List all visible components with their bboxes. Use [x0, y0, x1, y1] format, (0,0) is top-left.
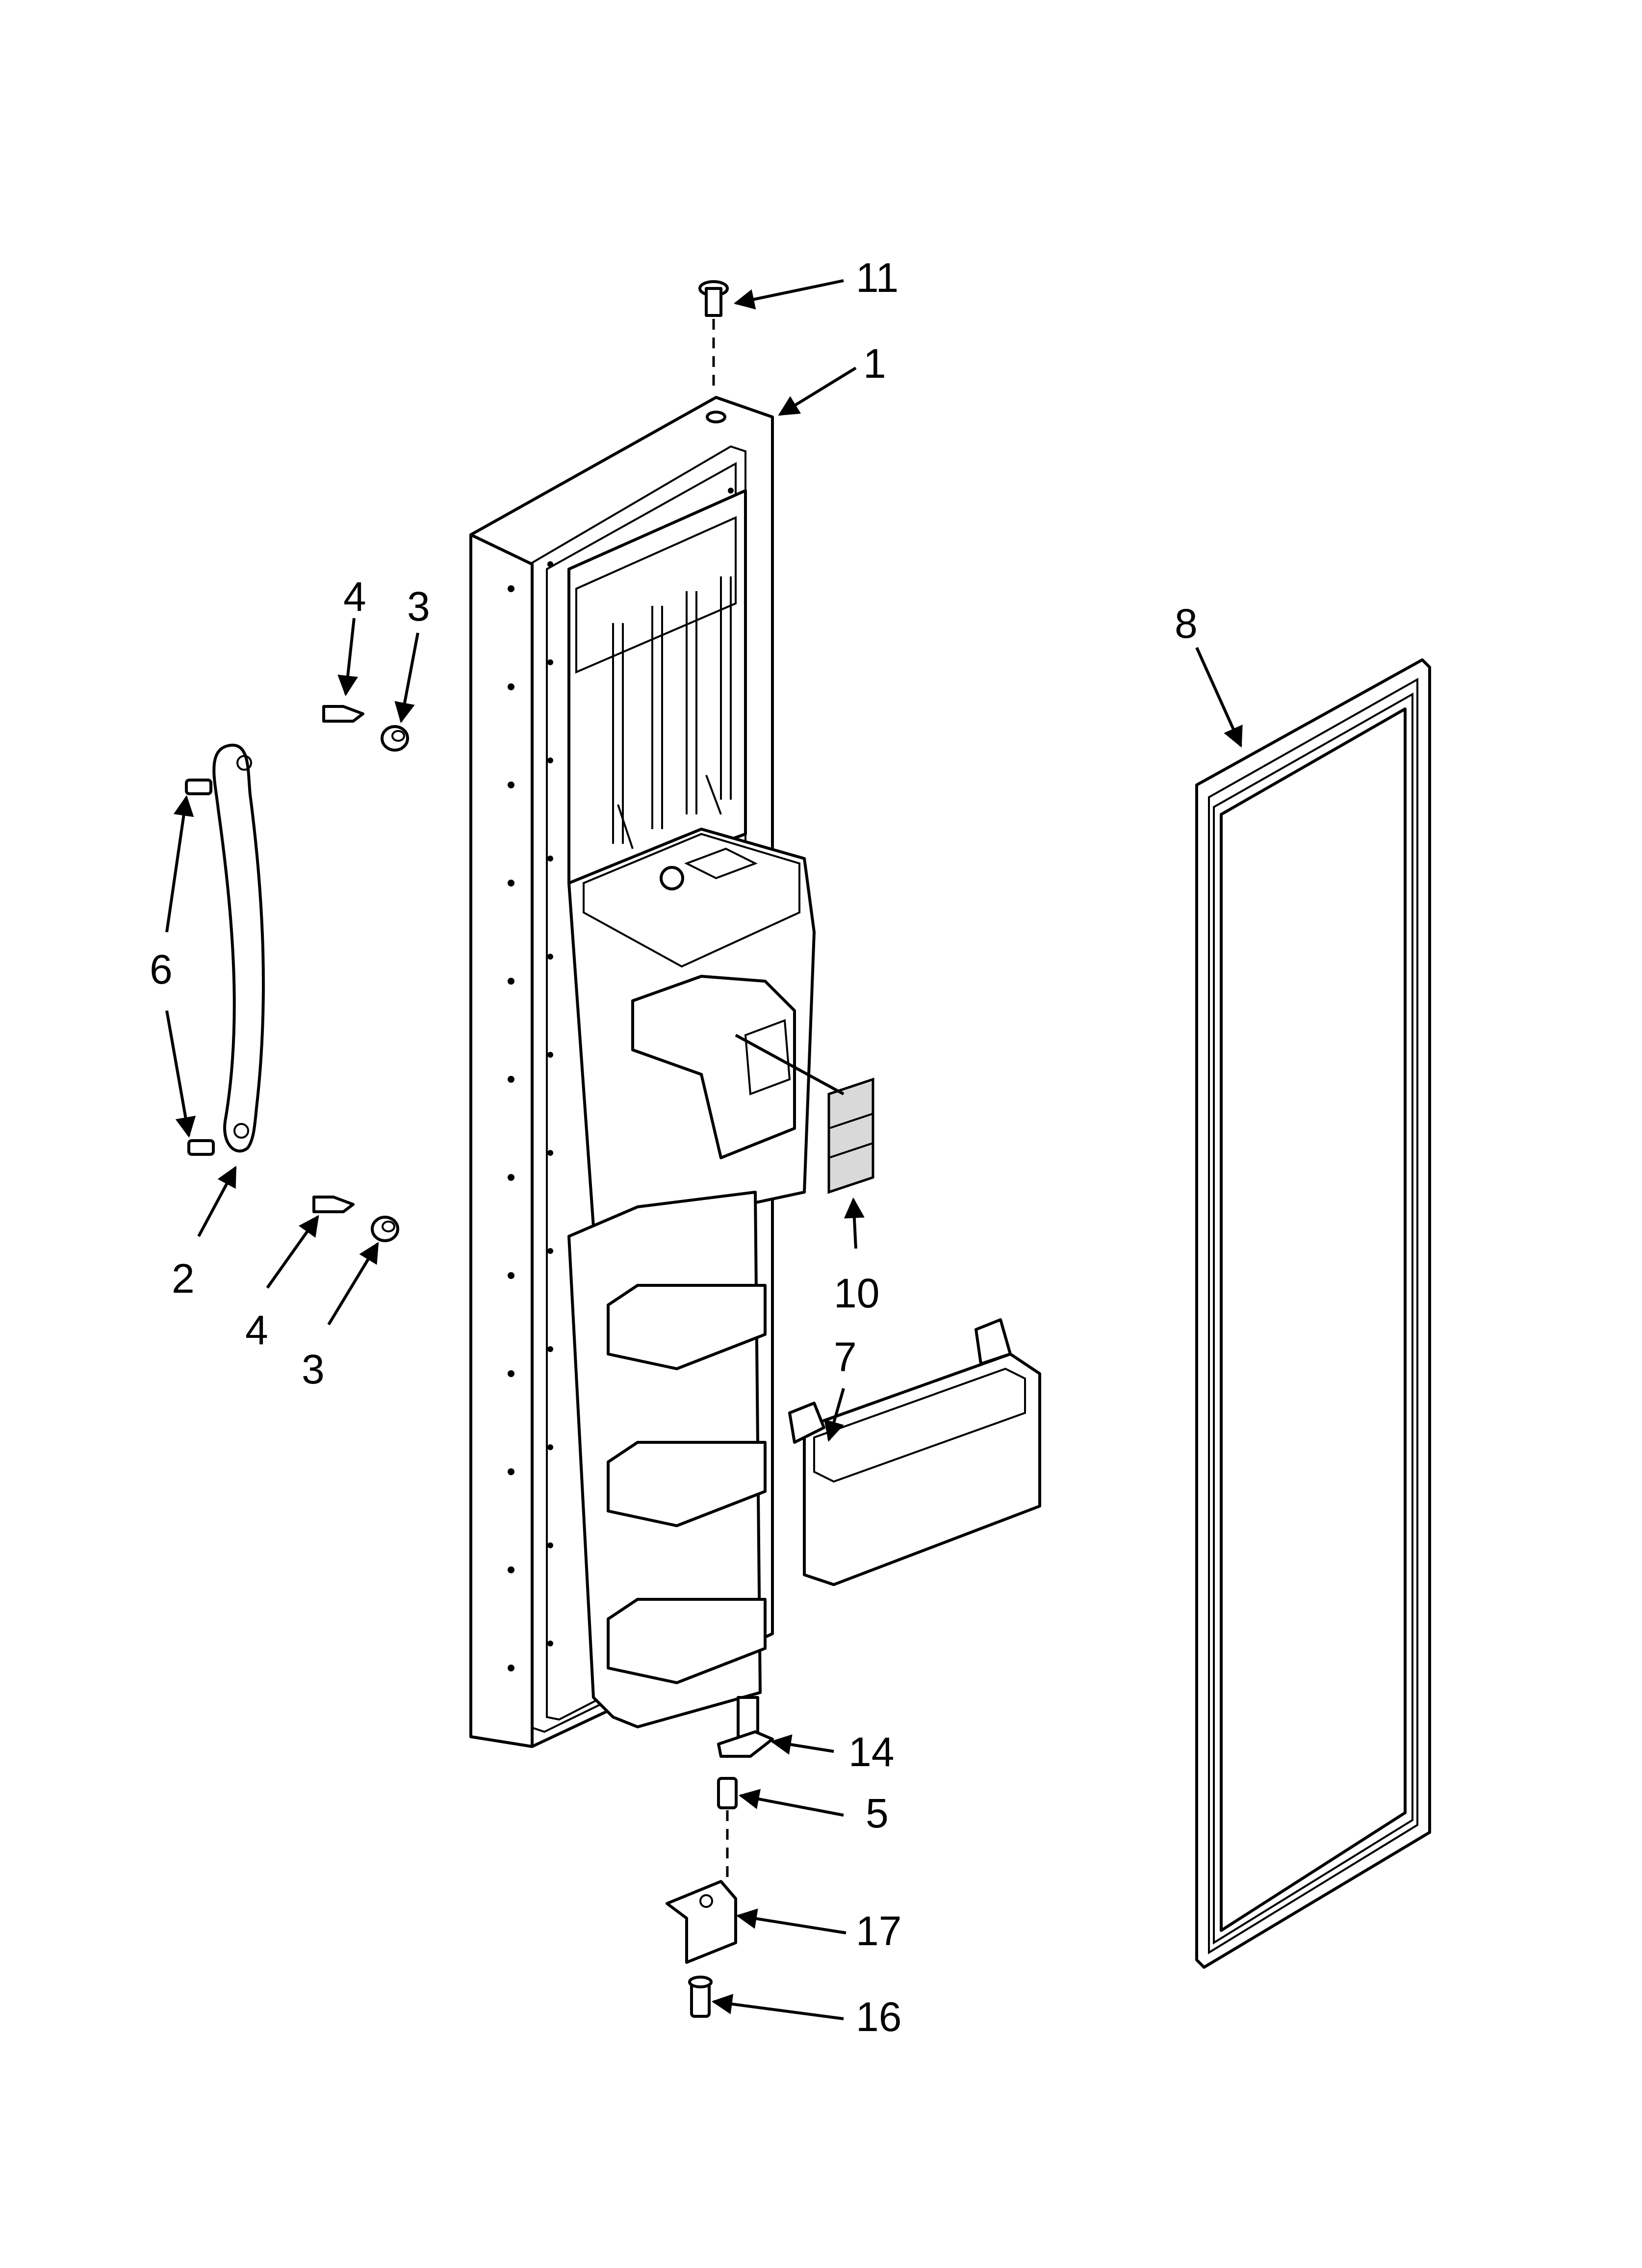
callout-7: 7 — [834, 1334, 857, 1380]
hinge-screw — [717, 1777, 738, 1879]
callout-14: 14 — [848, 1729, 894, 1775]
hinge-bracket — [666, 1880, 737, 1964]
callout-16: 16 — [856, 1994, 901, 2040]
spacer-lower — [371, 1216, 399, 1242]
door-shelf-1 — [607, 1284, 767, 1370]
door-shelf-3 — [607, 1598, 767, 1684]
handle-screw-lower — [187, 1139, 215, 1156]
door-bin — [788, 1318, 1041, 1586]
dispenser-pad — [735, 1034, 874, 1194]
mount-screw-lower — [312, 1196, 355, 1213]
door-assembly — [469, 396, 816, 1748]
bracket-screw — [688, 1976, 713, 2018]
gasket-screw-row — [508, 488, 734, 1671]
callout-1: 1 — [863, 340, 886, 387]
hinge-pin — [717, 1696, 774, 1758]
callout-10: 10 — [834, 1270, 879, 1316]
callout-4-lower: 4 — [245, 1307, 268, 1353]
callout-2: 2 — [172, 1255, 195, 1302]
door-shelf-2 — [607, 1441, 767, 1527]
callout-11: 11 — [856, 255, 898, 301]
callout-3-upper: 3 — [407, 583, 430, 629]
callout-6: 6 — [150, 946, 173, 992]
callout-4-upper: 4 — [343, 574, 366, 620]
mount-screw-upper — [322, 705, 364, 723]
callout-3-lower: 3 — [302, 1346, 325, 1392]
door-handle — [212, 743, 265, 1153]
callout-5: 5 — [866, 1790, 889, 1836]
spacer-upper — [381, 725, 409, 752]
handle-screw-upper — [185, 779, 212, 795]
hinge-bushing — [698, 280, 729, 392]
callout-17: 17 — [856, 1908, 901, 1954]
callout-8: 8 — [1175, 600, 1198, 647]
door-gasket — [1195, 658, 1431, 1969]
callout-leaders — [165, 279, 1243, 2020]
